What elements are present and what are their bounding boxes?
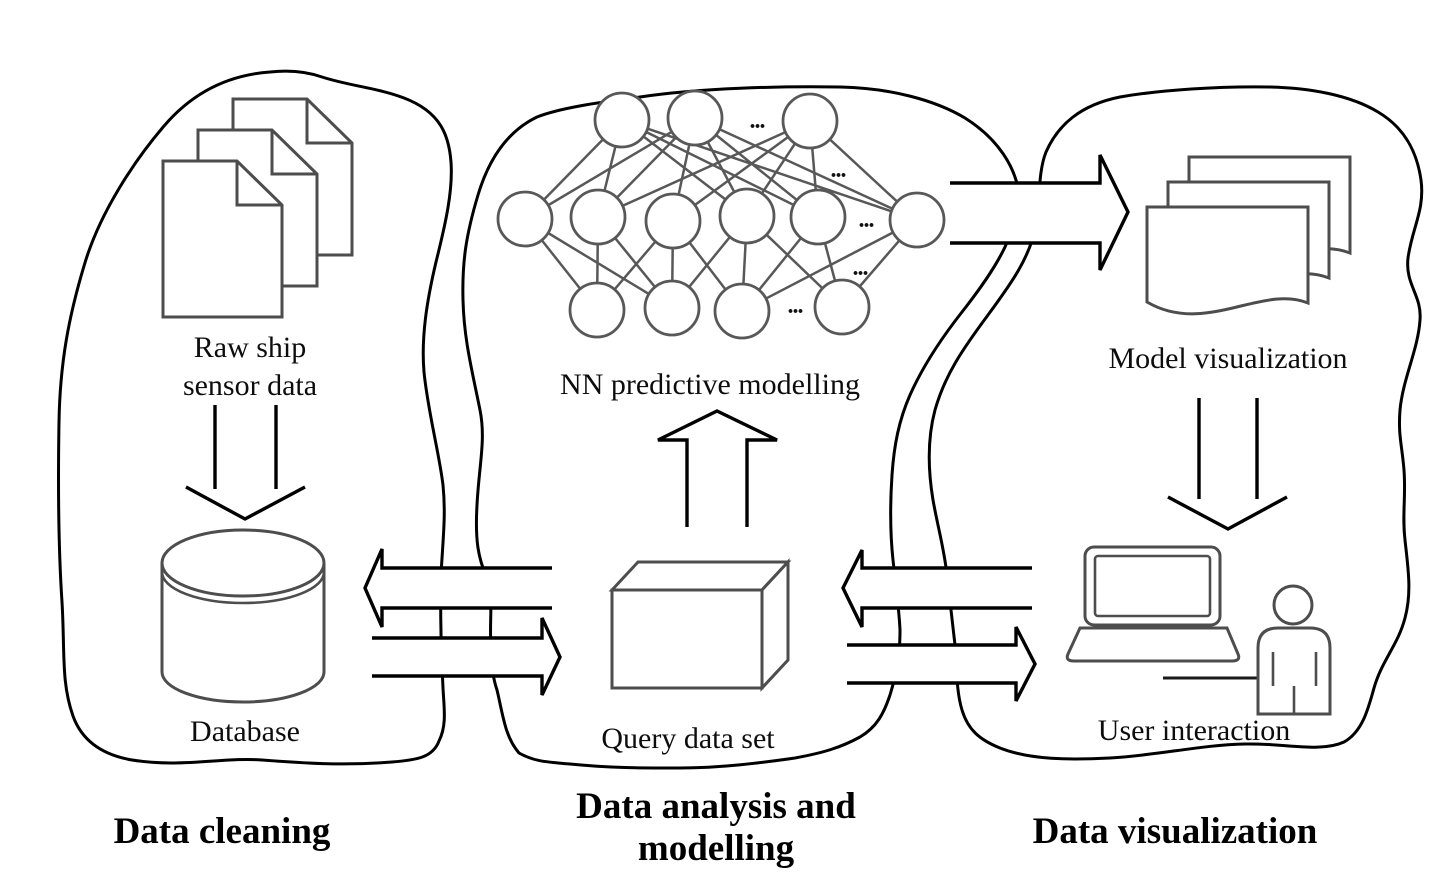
svg-text:...: ... bbox=[788, 293, 803, 319]
arrow-nn-to-model-visualization bbox=[950, 154, 1130, 271]
arrow-rawdata-to-database bbox=[185, 405, 306, 521]
user-interaction-label: User interaction bbox=[1098, 714, 1290, 747]
arrow-database-to-query bbox=[372, 617, 562, 696]
neural-network-ellipsis: ............... bbox=[750, 108, 875, 319]
raw-ship-label-line2: sensor data bbox=[183, 369, 317, 402]
document-stack-icon bbox=[161, 97, 354, 319]
title-data-cleaning: Data cleaning bbox=[114, 811, 331, 852]
database-label: Database bbox=[190, 715, 300, 748]
svg-text:...: ... bbox=[750, 108, 765, 134]
query-label: Query data set bbox=[601, 722, 775, 755]
raw-ship-label-line1: Raw ship bbox=[194, 331, 307, 364]
svg-text:...: ... bbox=[853, 255, 868, 281]
arrow-query-to-nn bbox=[657, 409, 778, 527]
nn-label: NN predictive modelling bbox=[560, 368, 860, 401]
person-icon bbox=[1256, 584, 1332, 716]
title-data-visualization: Data visualization bbox=[1033, 811, 1318, 852]
model-visualization-label: Model visualization bbox=[1108, 342, 1347, 375]
svg-text:...: ... bbox=[831, 157, 846, 183]
title-analysis-line1: Data analysis and bbox=[576, 786, 856, 827]
svg-text:...: ... bbox=[859, 207, 874, 233]
arrow-query-to-database bbox=[363, 548, 552, 628]
neural-network-nodes bbox=[496, 89, 946, 340]
arrow-query-to-user bbox=[847, 626, 1037, 702]
arrow-modelvis-to-user bbox=[1167, 398, 1288, 531]
title-analysis-line2: modelling bbox=[638, 828, 795, 869]
report-stack-icon bbox=[1145, 155, 1352, 316]
database-icon bbox=[160, 528, 326, 704]
laptop-icon bbox=[1065, 545, 1241, 663]
query-box-icon bbox=[608, 558, 792, 692]
region-analysis-outline bbox=[461, 85, 1020, 770]
arrow-user-to-query bbox=[841, 549, 1032, 628]
region-data-cleaning-outline bbox=[56, 69, 453, 766]
region-visualization-outline bbox=[927, 85, 1424, 761]
